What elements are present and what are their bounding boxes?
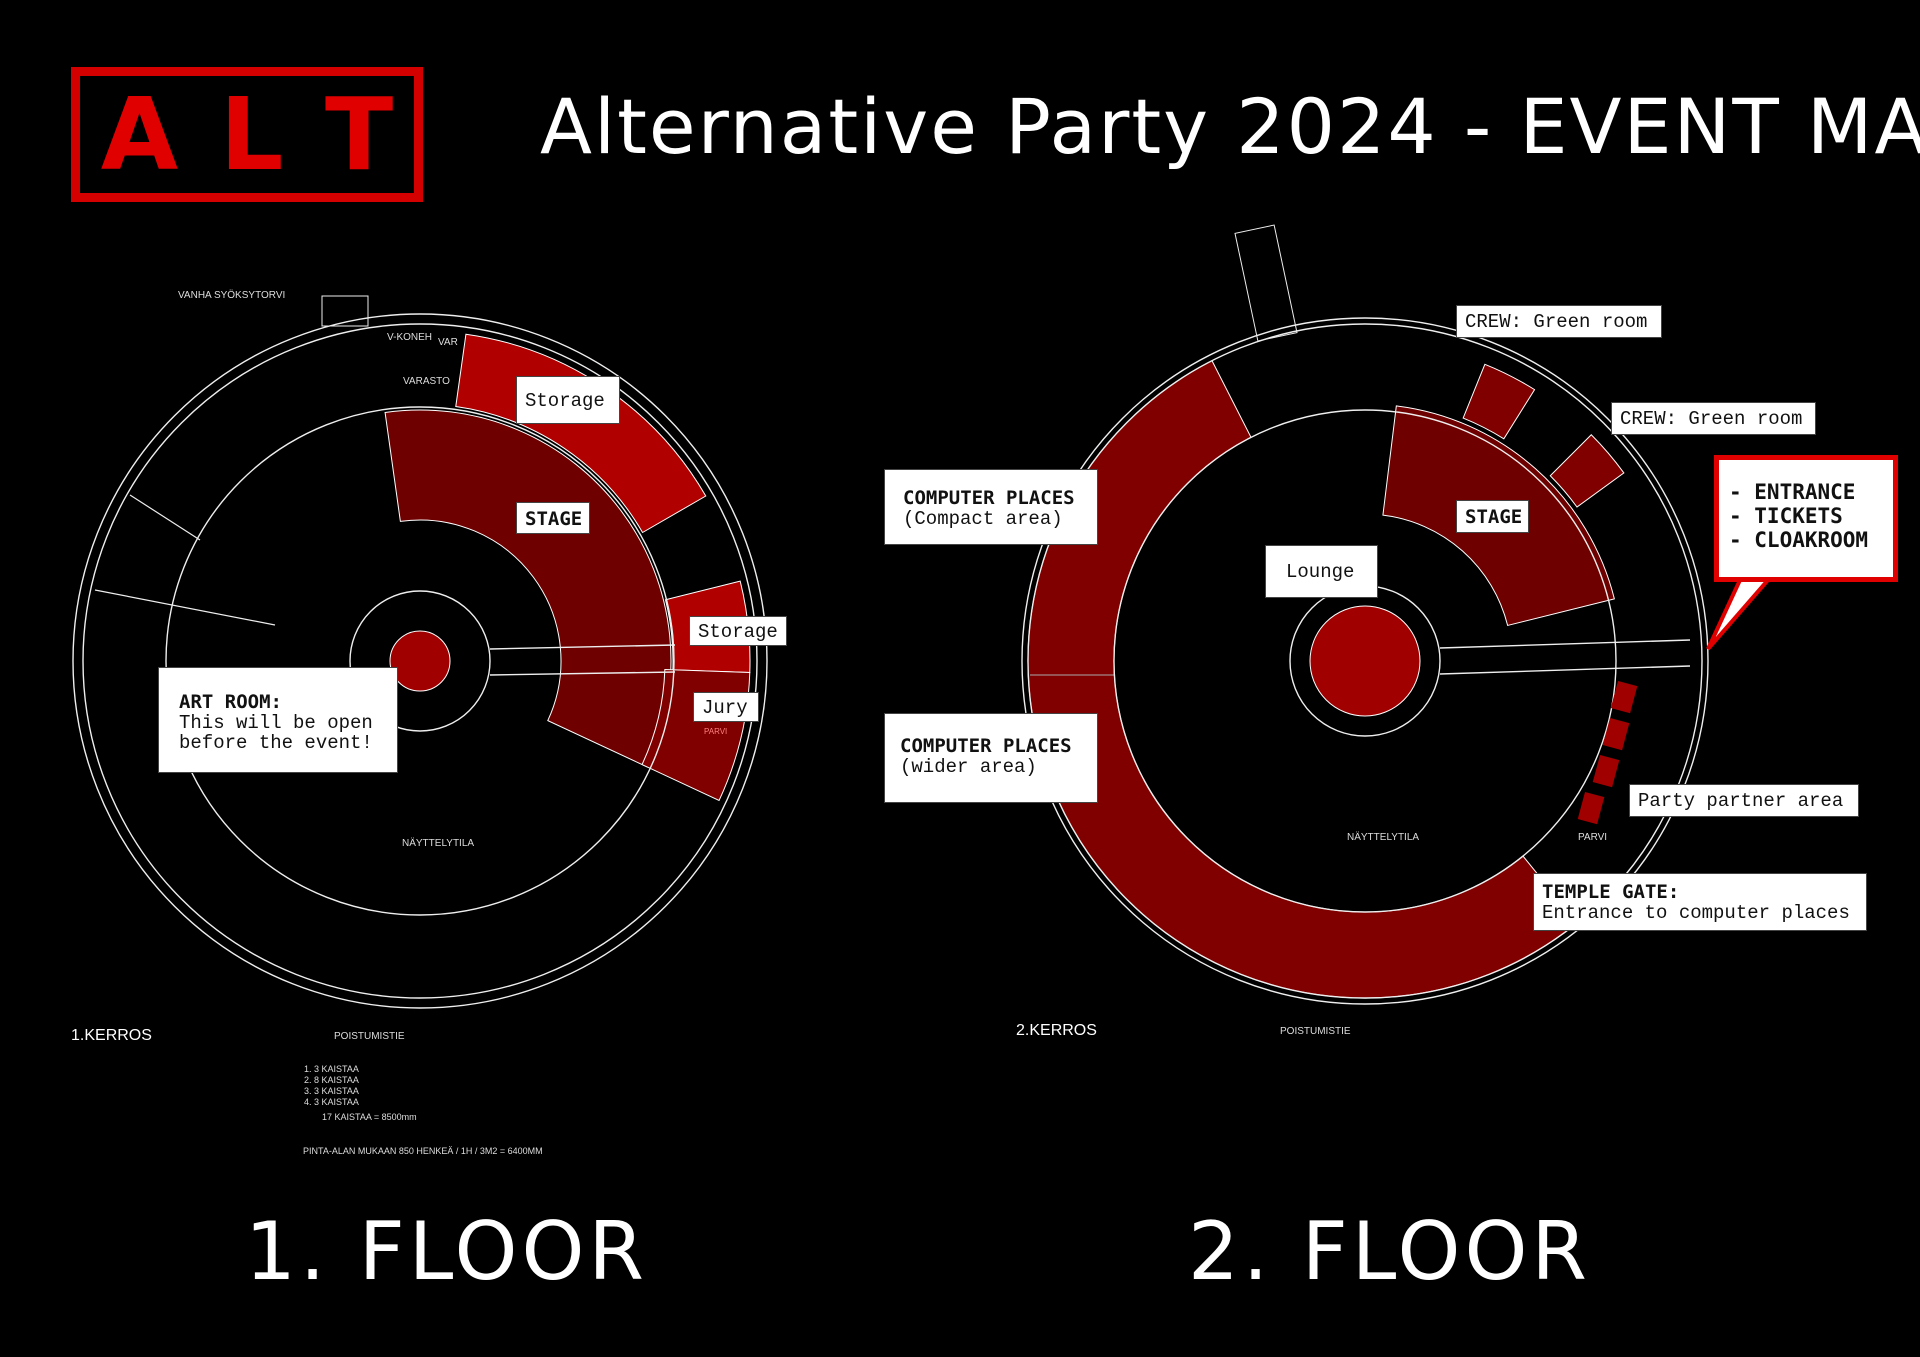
cad-label: VANHA SYÖKSYTORVI: [178, 290, 286, 301]
art-room-title: ART ROOM:: [179, 691, 282, 713]
jury-label: Jury: [693, 692, 759, 722]
floor1-kerros: 1.KERROS: [71, 1027, 152, 1044]
temple-gate-sub: Entrance to computer places: [1542, 902, 1850, 924]
lanes-total: 17 KAISTAA = 8500mm: [322, 1112, 417, 1122]
computer-places-title: COMPUTER PLACES: [903, 487, 1075, 509]
crew-green-room-label: CREW: Green room: [1456, 305, 1662, 338]
temple-gate-title: TEMPLE GATE:: [1542, 881, 1680, 903]
logo-letter: L: [219, 75, 284, 193]
storage-top-label: Storage: [516, 376, 620, 424]
center-room: [1309, 605, 1421, 717]
cad-label: POISTUMISTIE: [1280, 1026, 1351, 1037]
stage-text: STAGE: [1465, 506, 1523, 528]
hall-ring: [165, 406, 675, 916]
entrance-item: - ENTRANCE: [1729, 480, 1856, 504]
corridor-wall: [1439, 639, 1691, 649]
outer-wall-inner: [82, 323, 758, 999]
computer-places-wider-label: COMPUTER PLACES (wider area): [884, 713, 1098, 803]
lane-item: 2. 8 KAISTAA: [304, 1075, 359, 1085]
corridor-wall: [489, 671, 676, 676]
green-room-zone: [1462, 363, 1536, 440]
outer-wall-inner: [1027, 323, 1703, 999]
stage-label-floor1: STAGE: [516, 502, 590, 534]
hall-ring: [1113, 409, 1617, 913]
logo-letter: A: [100, 75, 179, 193]
center-hex-ring: [349, 590, 491, 732]
party-partner-booth: [1610, 680, 1638, 714]
entrance-item: - CLOAKROOM: [1729, 528, 1869, 552]
floor1-heading: 1. FLOOR: [245, 1205, 649, 1298]
lounge-label: Lounge: [1265, 545, 1378, 598]
cad-label: VAR: [438, 337, 458, 348]
party-partner-booth: [1577, 792, 1605, 825]
art-room-line: before the event!: [179, 732, 373, 754]
entrance-callout: - ENTRANCE - TICKETS - CLOAKROOM: [1714, 455, 1898, 582]
lanes-list: 1. 3 KAISTAA 2. 8 KAISTAA 3. 3 KAISTAA 4…: [304, 1064, 417, 1123]
party-partner-booth: [1592, 754, 1620, 788]
stage-label-floor2: STAGE: [1456, 500, 1529, 533]
green-room-zone: [1549, 434, 1625, 508]
cad-label: V-KONEH: [387, 332, 433, 343]
outer-wall: [72, 313, 768, 1009]
cad-label: VARASTO: [403, 376, 450, 387]
capacity-note: PINTA-ALAN MUKAAN 850 HENKEÄ / 1H / 3M2 …: [303, 1146, 543, 1156]
cad-label: NÄYTTELYTILA: [1347, 832, 1420, 843]
entrance-item: - TICKETS: [1729, 504, 1843, 528]
alt-logo: A L T: [71, 67, 423, 202]
cad-label: POISTUMISTIE: [334, 1031, 405, 1042]
floor2-kerros: 2.KERROS: [1016, 1022, 1097, 1039]
lane-item: 4. 3 KAISTAA: [304, 1097, 359, 1107]
party-partner-booth: [1602, 717, 1630, 751]
temple-gate-label: TEMPLE GATE: Entrance to computer places: [1533, 873, 1867, 931]
corridor-wall: [1439, 665, 1691, 675]
cad-label: PARVI: [1578, 832, 1608, 843]
crew-green-room-label: CREW: Green room: [1611, 402, 1816, 435]
center-room: [389, 630, 451, 692]
lane-item: 1. 3 KAISTAA: [304, 1064, 359, 1074]
computer-places-sub: (Compact area): [903, 508, 1063, 530]
stair-tower: [1234, 224, 1298, 342]
computer-places-sub: (wider area): [900, 756, 1037, 778]
outer-wall: [1021, 317, 1709, 1005]
wall-line: [94, 589, 276, 626]
computer-places-title: COMPUTER PLACES: [900, 735, 1072, 757]
page-title: Alternative Party 2024 - EVENT MAP: [540, 82, 1920, 171]
stair-block: [321, 295, 369, 327]
wall-line: [129, 494, 201, 541]
lane-item: 3. 3 KAISTAA: [304, 1086, 359, 1096]
corridor-wall: [489, 644, 676, 650]
cad-label: NÄYTTELYTILA: [402, 838, 475, 849]
art-room-line: This will be open: [179, 712, 373, 734]
party-partner-label: Party partner area: [1629, 784, 1859, 817]
entrance-pointer: [1706, 578, 1773, 651]
cad-label: PARVI: [704, 727, 728, 736]
computer-places-compact-label: COMPUTER PLACES (Compact area): [884, 469, 1098, 545]
stage-text: STAGE: [525, 508, 583, 530]
logo-letter: T: [325, 75, 394, 193]
art-room-label: ART ROOM: This will be open before the e…: [158, 667, 398, 773]
storage-right-label: Storage: [689, 616, 787, 646]
floor2-heading: 2. FLOOR: [1188, 1205, 1592, 1298]
